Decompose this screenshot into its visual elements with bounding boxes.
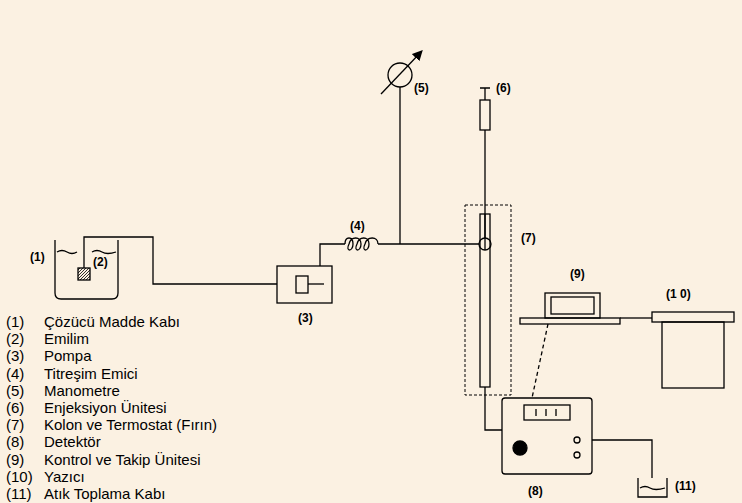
list-text: Titreşim Emici: [44, 365, 138, 382]
pump: [277, 266, 332, 303]
solvent-line: [84, 237, 277, 284]
list-number: (3): [6, 347, 24, 364]
list-text: Yazıcı: [44, 468, 85, 485]
list-number: (7): [6, 416, 24, 433]
liquid-level: [57, 251, 116, 254]
list-number: (10): [6, 468, 33, 485]
detector-knob: [513, 441, 527, 455]
list-number: (1): [6, 313, 24, 330]
list-text: Pompa: [44, 347, 92, 364]
list-number: (5): [6, 382, 24, 399]
list-number: (8): [6, 433, 24, 450]
printer-body: [662, 322, 724, 388]
list-text: Atık Toplama Kabı: [44, 485, 165, 502]
monitor-screen: [551, 297, 594, 314]
callout-number: (9): [570, 268, 585, 282]
column: [480, 214, 490, 387]
waste-container: [638, 478, 667, 497]
suction-filter: [78, 268, 90, 280]
callout-number: (4): [350, 220, 365, 234]
list-text: Enjeksiyon Ünitesi: [44, 399, 167, 416]
printer-top: [652, 312, 734, 322]
callout-number: (6): [496, 82, 511, 96]
list-text: Kontrol ve Takip Ünitesi: [44, 451, 200, 468]
detector-button: [574, 452, 580, 458]
detector: [502, 398, 592, 474]
printer-cable: [620, 317, 652, 318]
waste-level: [640, 487, 665, 490]
list-number: (4): [6, 365, 24, 382]
callout-number: (5): [414, 82, 429, 96]
callout-number: (11): [675, 480, 696, 494]
callout-number: (7): [521, 232, 536, 246]
list-text: Kolon ve Termostat (Fırın): [44, 416, 217, 433]
monitor: [545, 293, 600, 318]
syringe: [480, 100, 490, 130]
detector-display: [524, 405, 570, 420]
detector-button: [574, 437, 580, 443]
list-text: Manometre: [44, 382, 120, 399]
display-marks: [536, 409, 556, 416]
syringe-plunger: [480, 88, 490, 100]
list-number: (2): [6, 330, 24, 347]
manometer-line: [399, 87, 400, 244]
pump-outlet: [320, 244, 345, 266]
callout-number: (1 0): [666, 288, 691, 302]
waste-line: [592, 440, 652, 478]
pulse-damper-coil: [345, 238, 378, 250]
solvent-container: [55, 240, 118, 299]
pump-piston: [296, 276, 308, 293]
list-text: Detektör: [44, 433, 101, 450]
column-inlet: [484, 214, 485, 250]
callout-number: (1): [30, 251, 45, 265]
list-number: (6): [6, 399, 24, 416]
data-link: [532, 324, 548, 398]
callout-number: (3): [298, 312, 313, 326]
column-oven: [465, 205, 511, 395]
list-text: Emilim: [44, 330, 89, 347]
pump-rod: [308, 283, 324, 284]
damper-outlet: [378, 243, 479, 244]
list-text: Çözücü Madde Kabı: [44, 313, 180, 330]
callout-number: (2): [93, 256, 108, 270]
column-outlet: [485, 387, 502, 430]
computer-base: [520, 318, 620, 324]
list-number: (9): [6, 451, 24, 468]
list-number: (11): [6, 485, 32, 502]
callout-number: (8): [528, 485, 543, 499]
